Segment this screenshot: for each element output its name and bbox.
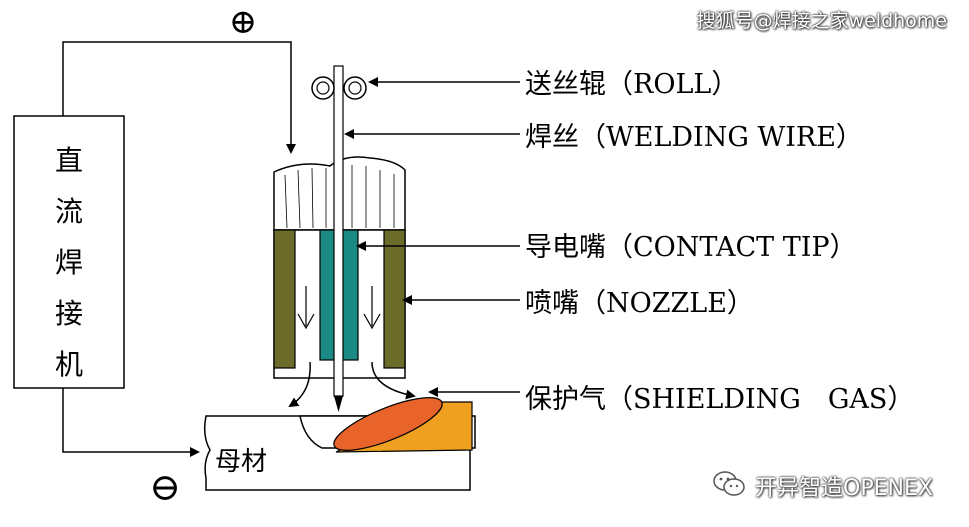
positive-symbol: ⊕ — [229, 2, 258, 42]
power-source-box — [13, 115, 125, 389]
shielding-gas-label: 保护气（SHIELDING GAS） — [525, 384, 914, 415]
negative-cable — [62, 388, 200, 457]
wechat-icon — [713, 471, 745, 496]
nozzle-label: 喷嘴（NOZZLE） — [525, 288, 754, 319]
negative-symbol: ⊖ — [149, 465, 181, 509]
nozzle-top-ridges — [284, 165, 395, 229]
watermark-bottom: 开异智造OPENEX — [755, 476, 933, 501]
welding-wire-tip — [334, 396, 343, 412]
power-source-char-4: 接 — [55, 297, 83, 330]
nozzle-wall-right — [383, 229, 406, 369]
gas-flow-arrowhead-right — [363, 313, 381, 330]
base-metal-label: 母材 — [215, 447, 267, 477]
feed-roll-left — [311, 76, 335, 100]
molten-pool — [333, 397, 443, 451]
gas-outflow-right — [371, 361, 416, 400]
power-source-char-5: 机 — [55, 348, 83, 381]
power-source-char-3: 焊 — [55, 246, 83, 279]
welding-wire-label: 焊丝（WELDING WIRE） — [525, 122, 863, 153]
gas-flow-arrowhead-left — [297, 313, 315, 330]
roll-label: 送丝辊（ROLL） — [525, 69, 738, 100]
welding-wire — [333, 65, 344, 397]
power-source-char-1: 直 — [55, 144, 83, 177]
contact-tip-label: 导电嘴（CONTACT TIP） — [525, 232, 857, 263]
power-source-char-2: 流 — [55, 195, 83, 228]
gas-outflow-left — [288, 361, 311, 408]
positive-cable — [62, 41, 296, 154]
nozzle-wall-left — [273, 229, 296, 369]
watermark-top: 搜狐号@焊接之家weldhome — [696, 10, 947, 32]
feed-roll-right — [343, 76, 367, 100]
